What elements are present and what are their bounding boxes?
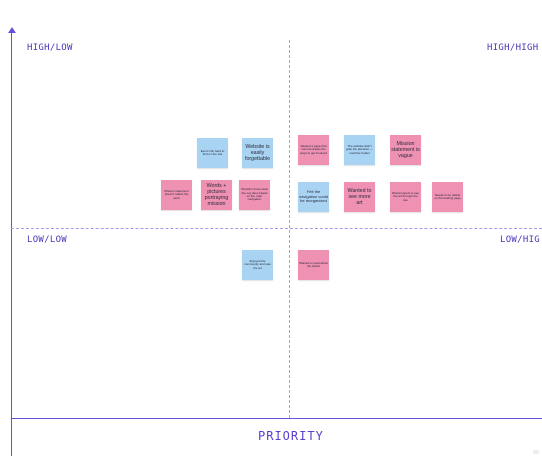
sticky-note-text: Enjoyed the community and saw the art (244, 258, 271, 270)
sticky-note-text: Wouldn't know what the org does based on… (241, 187, 268, 202)
sticky-note-text: Would expect to see the art through the … (391, 190, 420, 202)
sticky-note-text: Event info hard to find on the site (200, 148, 225, 156)
sticky-note[interactable]: Felt the navigation could be reorganized (298, 182, 329, 212)
quadrant-label-low-high: LOW/HIG (500, 235, 541, 245)
sticky-note-text: Mission statement is vague (391, 140, 420, 160)
sticky-note[interactable]: Wanted to read about the artists (298, 250, 329, 280)
sticky-note-text: Mission statement doesn't reflect the wo… (164, 188, 189, 200)
sticky-note[interactable]: Mission statement is vague (390, 135, 421, 165)
sticky-note[interactable]: Event info hard to find on the site (197, 138, 228, 168)
sticky-note-text: Needs to be visible on the landing page (434, 192, 461, 200)
x-axis-title: PRIORITY (258, 429, 324, 443)
y-axis-line (11, 32, 12, 456)
sticky-note[interactable]: Enjoyed the community and saw the art (242, 250, 273, 280)
sticky-note-text: Words + pictures portraying mission (204, 182, 229, 208)
sticky-note-text: Wanted to see more art (347, 187, 372, 207)
brand-watermark: m (533, 449, 539, 456)
quadrant-label-low-low: LOW/LOW (27, 235, 68, 245)
sticky-note-text: Felt the navigation could be reorganized (299, 189, 328, 204)
x-axis-line (11, 418, 542, 419)
sticky-note[interactable]: Wanted a page that communicates the ways… (298, 135, 329, 165)
sticky-note[interactable]: Mission statement doesn't reflect the wo… (161, 180, 192, 210)
sticky-note[interactable]: The website didn't grab the attention — … (344, 135, 375, 165)
sticky-note[interactable]: Wouldn't know what the org does based on… (239, 180, 270, 210)
sticky-note-text: Website is easily forgettable (244, 143, 271, 163)
sticky-note-text: The website didn't grab the attention — … (345, 143, 374, 155)
sticky-note-text: Wanted to read about the artists (299, 260, 328, 268)
sticky-note[interactable]: Wanted to see more art (344, 182, 375, 212)
vertical-divider (289, 40, 290, 418)
sticky-note-text: Wanted a page that communicates the ways… (299, 143, 327, 155)
sticky-note[interactable]: Needs to be visible on the landing page (432, 182, 463, 212)
sticky-note[interactable]: Website is easily forgettable (242, 138, 273, 168)
y-axis-arrow-icon (8, 27, 16, 33)
sticky-note[interactable]: Words + pictures portraying mission (201, 180, 232, 210)
quadrant-label-high-low: HIGH/LOW (27, 43, 73, 53)
quadrant-label-high-high: HIGH/HIGH (487, 43, 539, 53)
horizontal-divider (11, 228, 542, 229)
sticky-note[interactable]: Would expect to see the art through the … (390, 182, 421, 212)
